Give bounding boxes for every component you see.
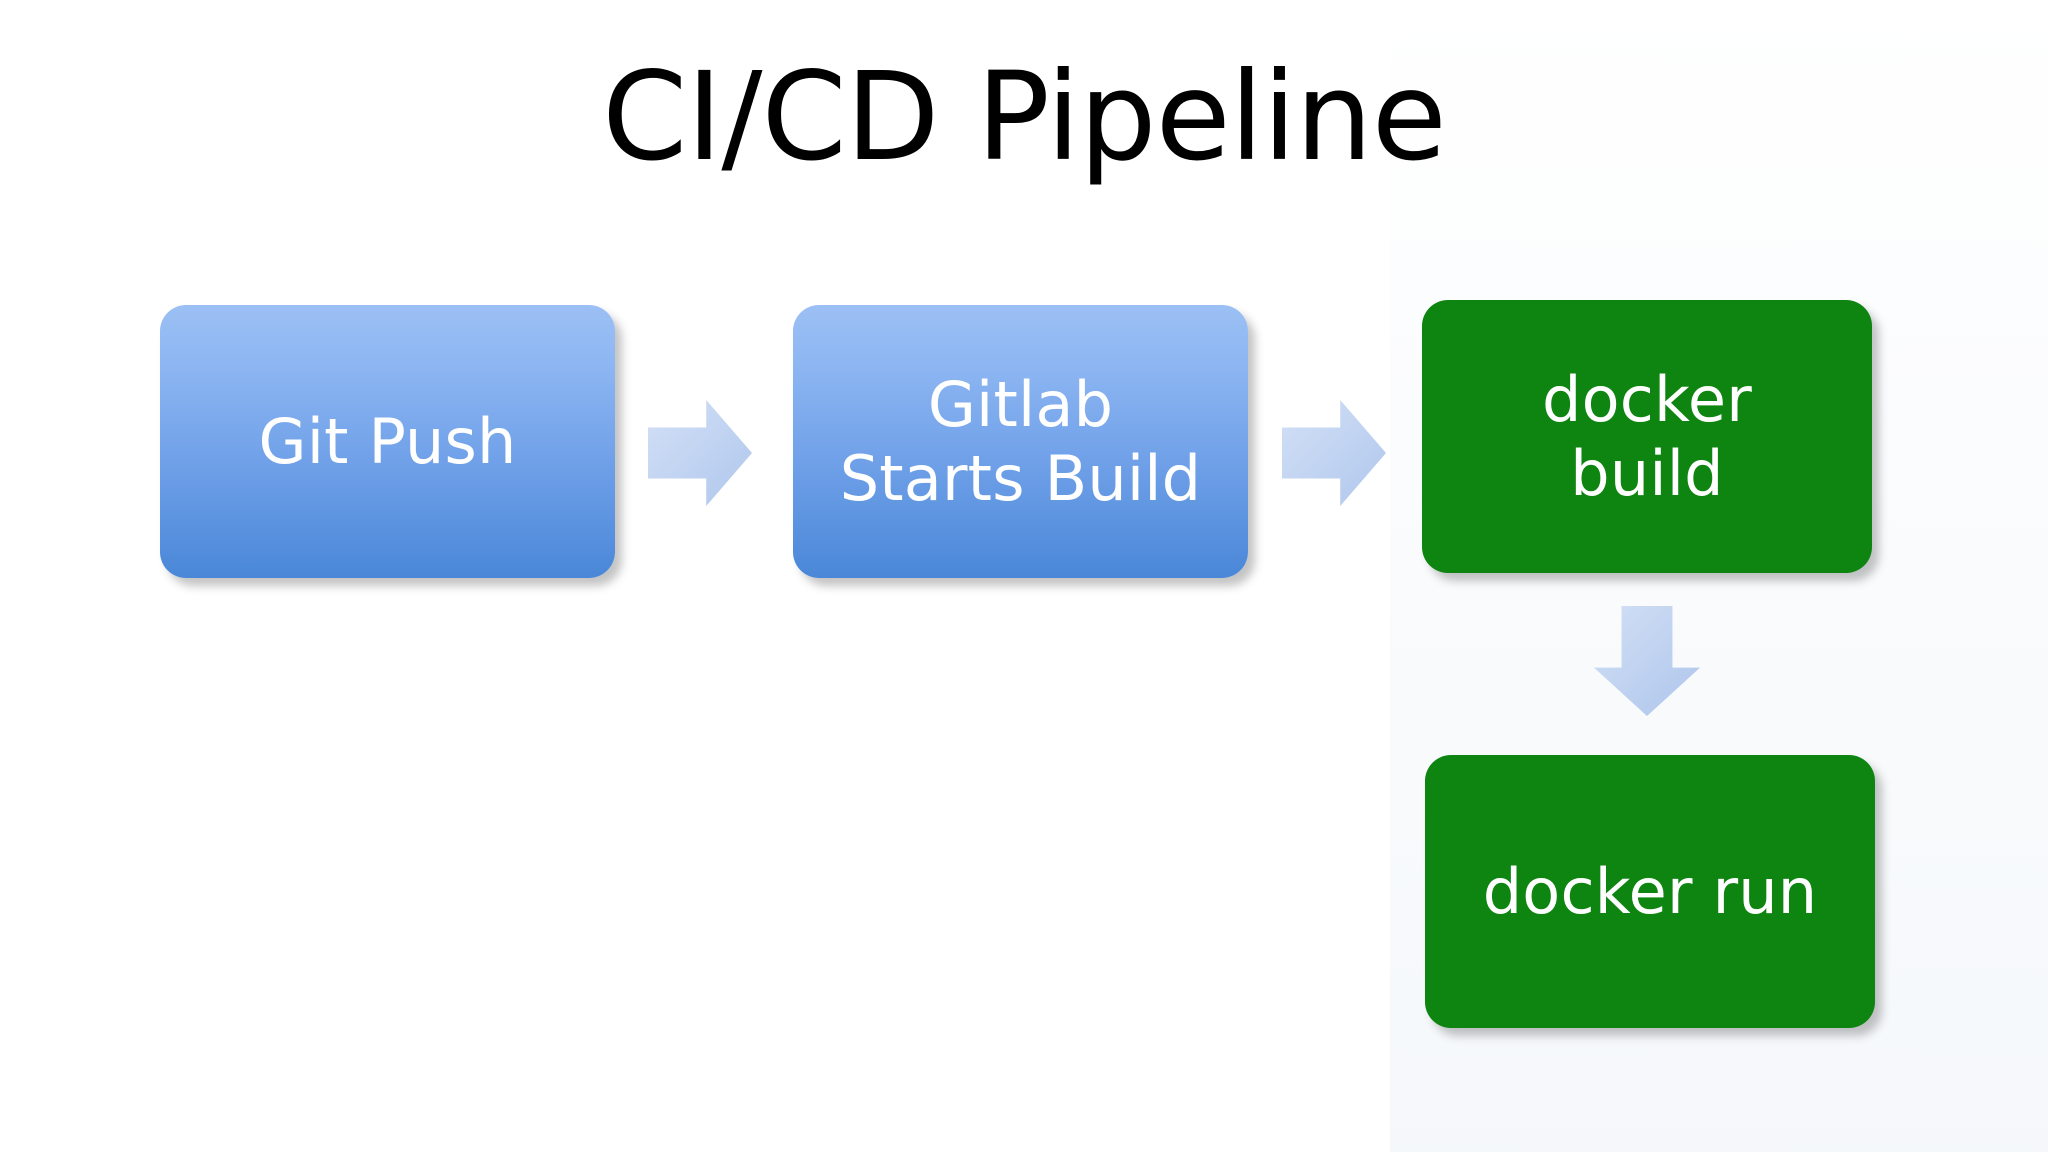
flow-node-git-push[interactable]: Git Push (160, 305, 615, 578)
flow-node-docker-run[interactable]: docker run (1425, 755, 1875, 1028)
arrow-right-icon-gitlab-to-docker-build (1282, 400, 1386, 506)
flow-node-label: Git Push (258, 404, 517, 478)
flow-node-docker-build[interactable]: docker build (1422, 300, 1872, 573)
arrow-right-icon-git-push-to-gitlab (648, 400, 752, 506)
page-title: CI/CD Pipeline (602, 46, 1447, 188)
flow-node-gitlab-starts-build[interactable]: Gitlab Starts Build (793, 305, 1248, 578)
flow-node-label: Gitlab Starts Build (839, 368, 1202, 515)
arrow-down-icon-docker-build-to-docker-run (1594, 606, 1700, 716)
flow-node-label: docker run (1482, 854, 1818, 928)
flow-node-label: docker build (1542, 363, 1752, 510)
